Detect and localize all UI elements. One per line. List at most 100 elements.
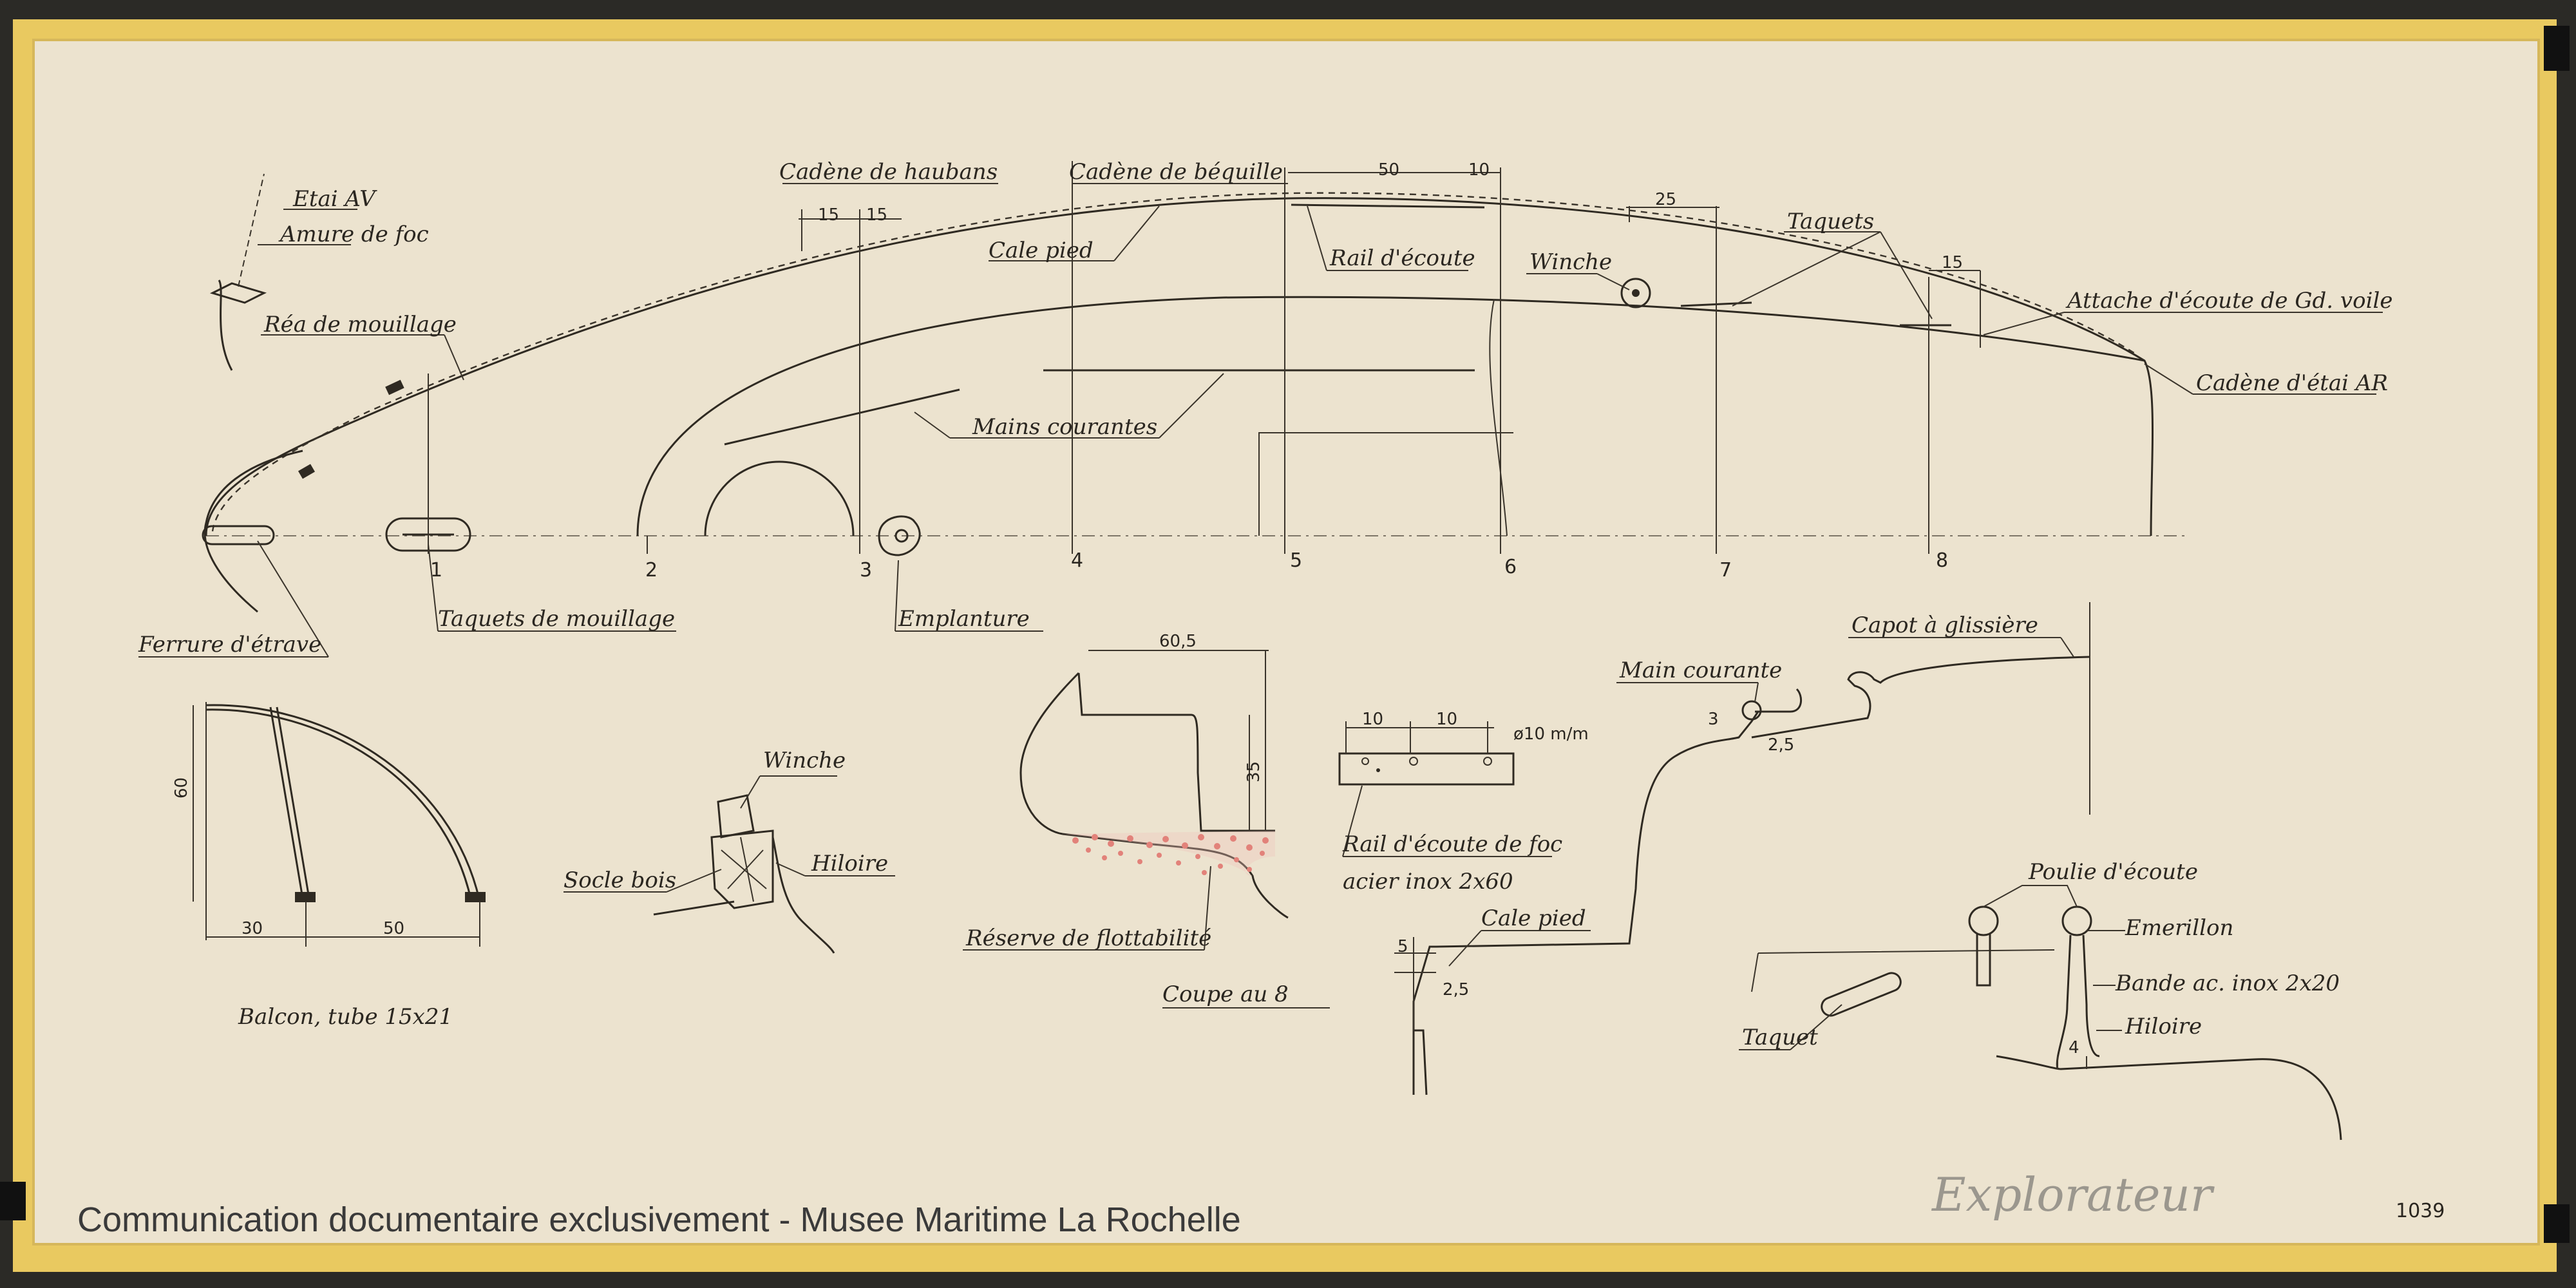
label-cadene-haubans: Cadène de haubans bbox=[779, 159, 998, 185]
label-acier-inox: acier inox 2x60 bbox=[1343, 869, 1513, 895]
winch-base-block bbox=[710, 829, 774, 909]
winch-leader-top-2 bbox=[740, 775, 761, 809]
dim-5: 5 bbox=[1397, 937, 1408, 956]
balcon-strut bbox=[269, 706, 304, 899]
station-lines bbox=[428, 161, 1981, 554]
station-7: 7 bbox=[1719, 559, 1732, 582]
poulie-leader bbox=[1983, 885, 2078, 907]
dim-30: 30 bbox=[242, 919, 263, 938]
dim-10b: 10 bbox=[1436, 710, 1457, 729]
cale-pied-leader-2 bbox=[1448, 930, 1482, 967]
dim-60: 60 bbox=[172, 777, 191, 799]
forestay-fitting bbox=[218, 279, 233, 371]
cabin-profile bbox=[1412, 711, 1759, 1095]
dim-10: 10 bbox=[1468, 160, 1490, 180]
label-ferrure-etrave: Ferrure d'étrave bbox=[138, 632, 321, 658]
dim-2-5b: 2,5 bbox=[1443, 980, 1469, 999]
jib-hole-3 bbox=[1409, 757, 1418, 766]
cabin-aft-edge bbox=[1489, 299, 1508, 536]
jib-track-detail: 10 10 ø10 m/m Rail d'écoute de foc acier… bbox=[1338, 710, 1589, 895]
stem-fitting bbox=[202, 525, 275, 545]
label-taquets: Taquets bbox=[1787, 209, 1874, 234]
dim-10mm: ø10 m/m bbox=[1513, 724, 1589, 744]
hiloire-bottom bbox=[1996, 1055, 2342, 1141]
clip-bottom-left bbox=[0, 1182, 26, 1220]
hiloire-leader-2 bbox=[775, 862, 806, 876]
balcon-tube-outer bbox=[205, 704, 481, 902]
label-reserve-flottabilite: Réserve de flottabilité bbox=[965, 925, 1211, 951]
deck-plan-view: 1 2 3 4 5 6 7 8 15 15 50 10 25 15 bbox=[202, 160, 2190, 613]
label-rail-ecoute: Rail d'écoute bbox=[1329, 245, 1475, 271]
jib-leader-2 bbox=[1342, 785, 1363, 857]
forestay-line bbox=[238, 173, 265, 287]
dim-25: 25 bbox=[1655, 190, 1676, 209]
label-rea-mouillage: Réa de mouillage bbox=[263, 312, 457, 337]
cockpit-recess bbox=[1258, 432, 1513, 536]
label-emplanture: Emplanture bbox=[898, 606, 1030, 632]
label-main-courante: Main courante bbox=[1619, 658, 1782, 683]
dim-35: 35 bbox=[1244, 761, 1264, 782]
archive-caption: Communication documentaire exclusivement… bbox=[77, 1200, 1241, 1239]
label-attache-ecoute: Attache d'écoute de Gd. voile bbox=[2065, 288, 2392, 314]
taquet-leader-2 bbox=[1790, 1004, 1842, 1050]
mast-step bbox=[878, 515, 921, 556]
dim-15b: 15 bbox=[866, 205, 887, 225]
balcon-detail: 60 30 50 Balcon, tube 15x21 bbox=[172, 702, 486, 1030]
bow-curve bbox=[204, 450, 303, 613]
winch-hiloire bbox=[772, 837, 835, 954]
label-cadene-etai-ar: Cadène d'étai AR bbox=[2196, 370, 2388, 396]
dim-15a: 15 bbox=[818, 205, 839, 225]
sheave-block bbox=[209, 282, 267, 304]
leader-lines bbox=[138, 183, 2383, 658]
dim-2-5a: 2,5 bbox=[1768, 735, 1794, 755]
label-cadene-bequille: Cadène de béquille bbox=[1069, 159, 1283, 185]
label-bande-inox: Bande ac. inox 2x20 bbox=[2115, 971, 2340, 996]
jib-hole-4 bbox=[1483, 757, 1492, 766]
dim-15c: 15 bbox=[1942, 253, 1963, 272]
flotation-leader-2 bbox=[1204, 866, 1211, 951]
paper bbox=[33, 40, 2539, 1244]
dim-3: 3 bbox=[1708, 710, 1719, 729]
mast-step-center bbox=[895, 529, 909, 543]
station-6: 6 bbox=[1504, 556, 1517, 578]
capot-leader-2 bbox=[2060, 637, 2074, 658]
station-3: 3 bbox=[860, 559, 872, 582]
section-top-profile bbox=[1077, 672, 1275, 832]
jib-track-plate bbox=[1338, 752, 1515, 786]
label-hiloire-right: Hiloire bbox=[2125, 1014, 2202, 1039]
balcon-foot-2 bbox=[465, 892, 486, 902]
balcon-strut-2 bbox=[276, 706, 310, 899]
handwritten-title: Explorateur bbox=[1931, 1168, 2215, 1222]
label-capot-glissiere: Capot à glissière bbox=[1852, 612, 2038, 638]
winch-detail: Winche Socle bois Hiloire bbox=[564, 748, 895, 954]
capot-profile bbox=[1751, 656, 2090, 739]
dim-50: 50 bbox=[1378, 160, 1399, 180]
dim-10a: 10 bbox=[1362, 710, 1383, 729]
cabin-section: 5 2,5 3 2,5 Main courante Capot à glissi… bbox=[1394, 602, 2090, 1095]
balcon-foot-1 bbox=[295, 892, 316, 902]
main-courante-leader-2 bbox=[1754, 682, 1759, 703]
label-coupe-8: Coupe au 8 bbox=[1162, 981, 1289, 1007]
clip-top-right bbox=[2544, 26, 2570, 71]
jib-hole-1 bbox=[1361, 757, 1369, 765]
sheet-number: 1039 bbox=[2396, 1200, 2445, 1222]
sheet-track bbox=[1291, 204, 1485, 209]
station-4: 4 bbox=[1071, 549, 1083, 572]
section-hull-side bbox=[1019, 672, 1080, 835]
cleat-right bbox=[1821, 972, 1902, 1017]
handrail-left bbox=[724, 388, 960, 446]
winch-center bbox=[1632, 289, 1640, 297]
label-taquet-right: Taquet bbox=[1742, 1025, 1818, 1050]
flotation-dots bbox=[1072, 834, 1269, 875]
dim-60-5: 60,5 bbox=[1159, 632, 1197, 651]
section-at-8: 60,5 35 Réserve de flottabilité Coupe au… bbox=[963, 632, 1330, 1009]
winch-hatching bbox=[721, 837, 767, 902]
label-winche: Winche bbox=[1530, 249, 1612, 275]
sheet-block-detail: Poulie d'écoute Emerillon Bande ac. inox… bbox=[1739, 859, 2342, 1141]
handrail-section bbox=[1741, 700, 1762, 721]
label-cale-pied-detail: Cale pied bbox=[1481, 905, 1586, 931]
deck-line-right bbox=[1751, 949, 2055, 992]
label-socle-bois: Socle bois bbox=[564, 867, 676, 893]
label-winche-detail: Winche bbox=[763, 748, 846, 773]
